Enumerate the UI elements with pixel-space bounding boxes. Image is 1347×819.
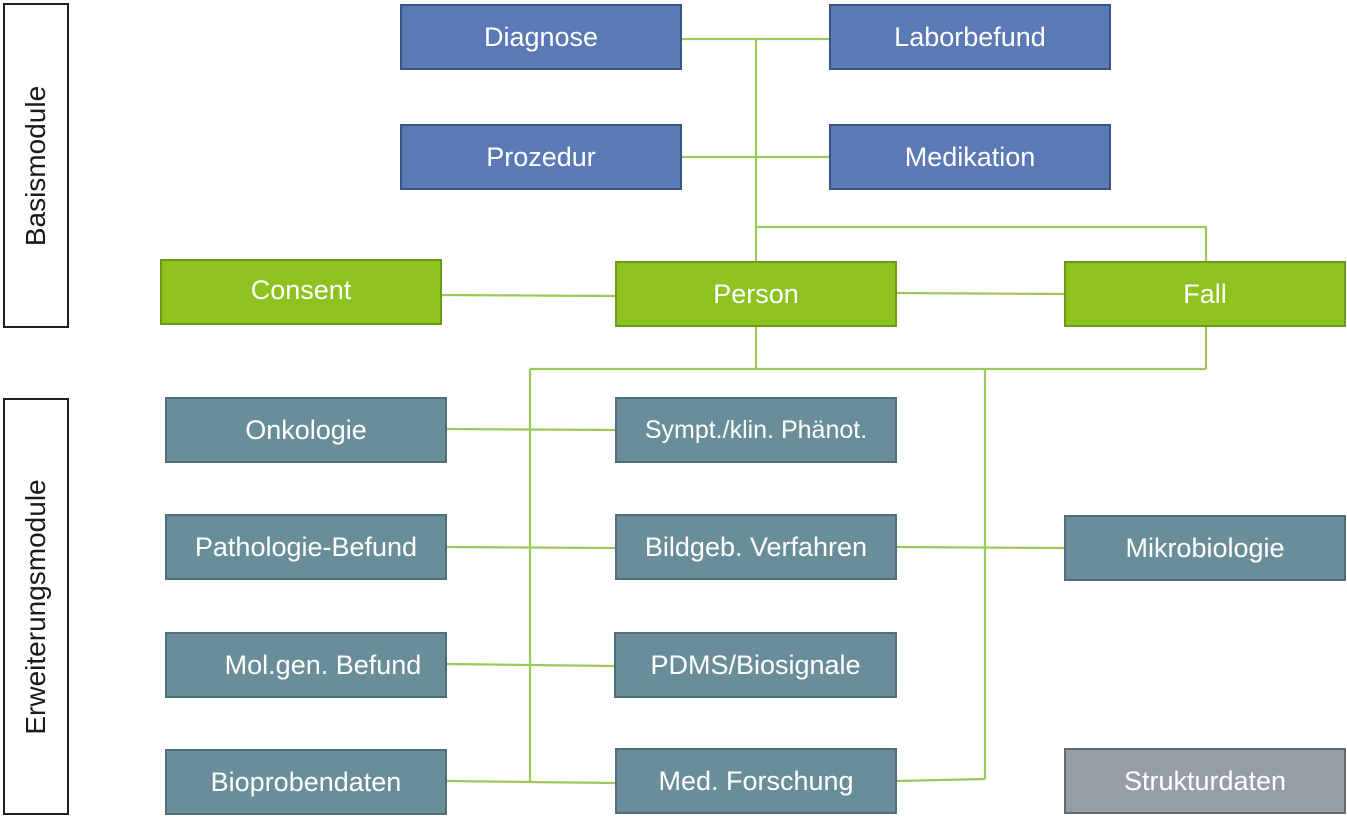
module-consent: Consent [160, 259, 442, 325]
module-fall: Fall [1064, 261, 1346, 327]
connector [896, 777, 986, 783]
basismodule-label: Basismodule [3, 3, 69, 328]
connector [896, 291, 1065, 296]
module-medikation: Medikation [829, 124, 1111, 190]
connector [440, 293, 616, 298]
connector [896, 545, 1065, 550]
connector [446, 545, 616, 550]
connector [446, 779, 616, 785]
module-mikrobiologie: Mikrobiologie [1064, 515, 1346, 581]
module-prozedur: Prozedur [400, 124, 682, 190]
module-laborbefund: Laborbefund [829, 4, 1111, 70]
basismodule-label-text: Basismodule [20, 85, 51, 246]
erweiterungsmodule-label: Erweiterungsmodule [3, 398, 69, 815]
module-mol-gen-befund: Mol.gen. Befund [165, 632, 447, 698]
module-bioprobendaten: Bioprobendaten [165, 749, 447, 815]
connector [756, 225, 1208, 261]
connector [446, 427, 616, 432]
erweiterungsmodule-label-text: Erweiterungsmodule [20, 478, 51, 735]
module-strukturdaten: Strukturdaten [1064, 748, 1346, 814]
module-med-forschung: Med. Forschung [615, 748, 897, 814]
connector [446, 662, 615, 668]
module-diagnose: Diagnose [400, 4, 682, 70]
module-sympt-klin-phaenot: Sympt./klin. Phänot. [615, 397, 897, 463]
module-pdms-biosignale: PDMS/Biosignale [614, 632, 897, 698]
module-person: Person [615, 261, 897, 327]
module-pathologie-befund: Pathologie-Befund [165, 514, 447, 580]
module-onkologie: Onkologie [165, 397, 447, 463]
module-bildgeb-verfahren: Bildgeb. Verfahren [615, 514, 897, 580]
